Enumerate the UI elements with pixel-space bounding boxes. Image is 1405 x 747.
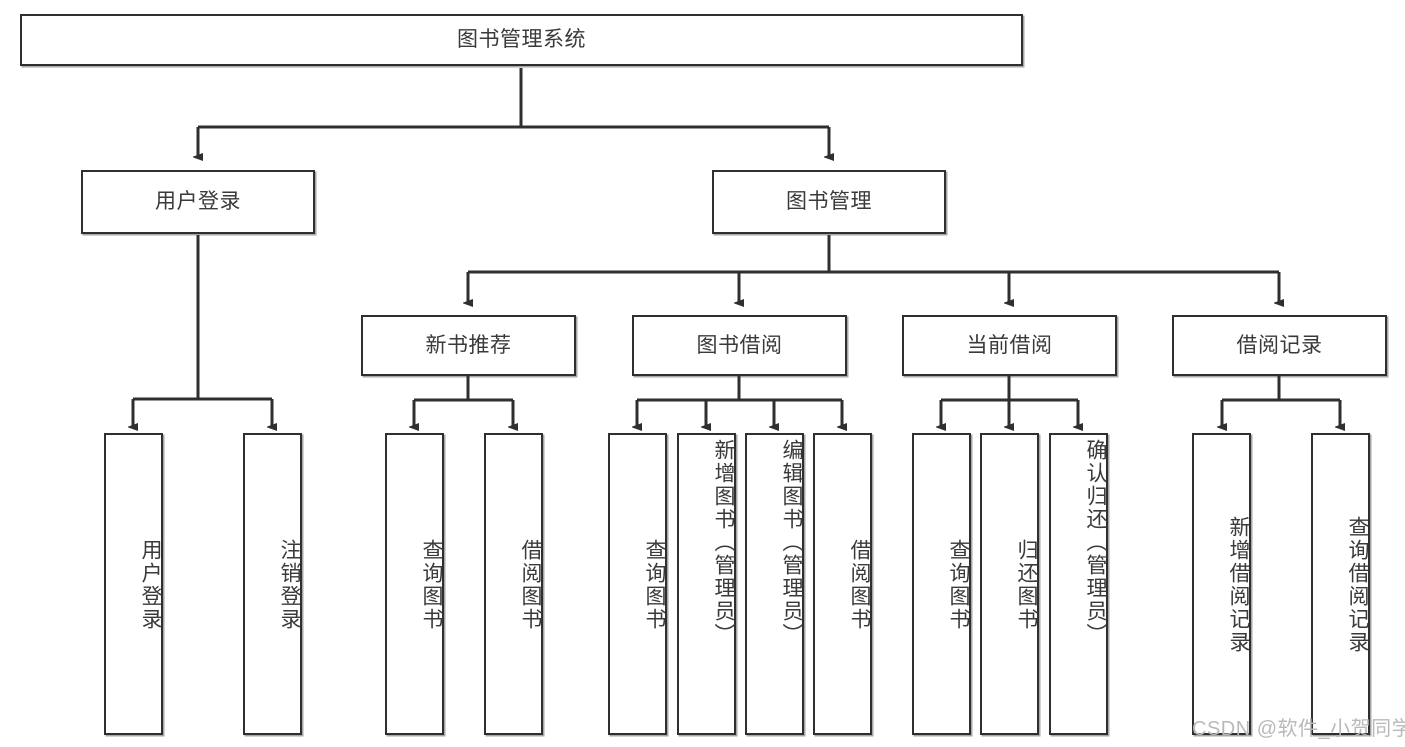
node-label: 新书推荐 xyxy=(425,333,512,357)
node-borrow-record[interactable]: 借阅记录 xyxy=(1172,315,1387,376)
node-leaf-borrow-book[interactable]: 借阅图书 xyxy=(813,433,872,735)
node-leaf-add-borrow-record[interactable]: 新增借阅记录 xyxy=(1192,433,1251,735)
node-leaf-query-book-borrow[interactable]: 查询图书 xyxy=(608,433,667,735)
node-label: 注销登录 xyxy=(278,539,301,631)
node-current-borrow[interactable]: 当前借阅 xyxy=(902,315,1117,376)
node-book-management[interactable]: 图书管理 xyxy=(712,170,946,234)
node-label: 图书借阅 xyxy=(696,333,783,357)
node-leaf-user-login[interactable]: 用户登录 xyxy=(104,433,163,735)
node-label: 查询借阅记录 xyxy=(1346,516,1369,654)
node-label: 查询图书 xyxy=(420,539,443,631)
node-user-login[interactable]: 用户登录 xyxy=(81,170,315,234)
node-book-borrow[interactable]: 图书借阅 xyxy=(632,315,847,376)
node-label: 图书管理系统 xyxy=(457,28,586,52)
node-label: 当前借阅 xyxy=(966,333,1053,357)
node-leaf-add-book-admin[interactable]: 新增图书（管理员） xyxy=(677,433,736,735)
node-label: 新增图书（管理员） xyxy=(712,439,735,646)
node-leaf-query-borrow-record[interactable]: 查询借阅记录 xyxy=(1311,433,1370,735)
node-label: 查询图书 xyxy=(643,539,666,631)
node-leaf-confirm-return-admin[interactable]: 确认归还（管理员） xyxy=(1049,433,1108,735)
node-new-book-recommend[interactable]: 新书推荐 xyxy=(361,315,576,376)
node-leaf-query-book-current[interactable]: 查询图书 xyxy=(912,433,971,735)
node-label: 确认归还（管理员） xyxy=(1084,439,1107,646)
node-label: 借阅记录 xyxy=(1236,333,1323,357)
node-label: 归还图书 xyxy=(1015,539,1038,631)
node-label: 借阅图书 xyxy=(519,539,542,631)
node-label: 借阅图书 xyxy=(848,539,871,631)
node-label: 查询图书 xyxy=(947,539,970,631)
node-label: 编辑图书（管理员） xyxy=(780,439,803,646)
node-label: 用户登录 xyxy=(155,190,241,214)
node-leaf-logout[interactable]: 注销登录 xyxy=(243,433,302,735)
node-leaf-borrow-book-recommend[interactable]: 借阅图书 xyxy=(484,433,543,735)
node-root-system[interactable]: 图书管理系统 xyxy=(20,14,1023,66)
node-label: 图书管理 xyxy=(786,190,872,214)
node-leaf-return-book[interactable]: 归还图书 xyxy=(980,433,1039,735)
node-leaf-edit-book-admin[interactable]: 编辑图书（管理员） xyxy=(745,433,804,735)
node-leaf-query-book-recommend[interactable]: 查询图书 xyxy=(385,433,444,735)
node-label: 用户登录 xyxy=(139,539,162,631)
node-label: 新增借阅记录 xyxy=(1227,516,1250,654)
csdn-watermark: CSDN @软件_小贺同学 xyxy=(1192,718,1405,740)
